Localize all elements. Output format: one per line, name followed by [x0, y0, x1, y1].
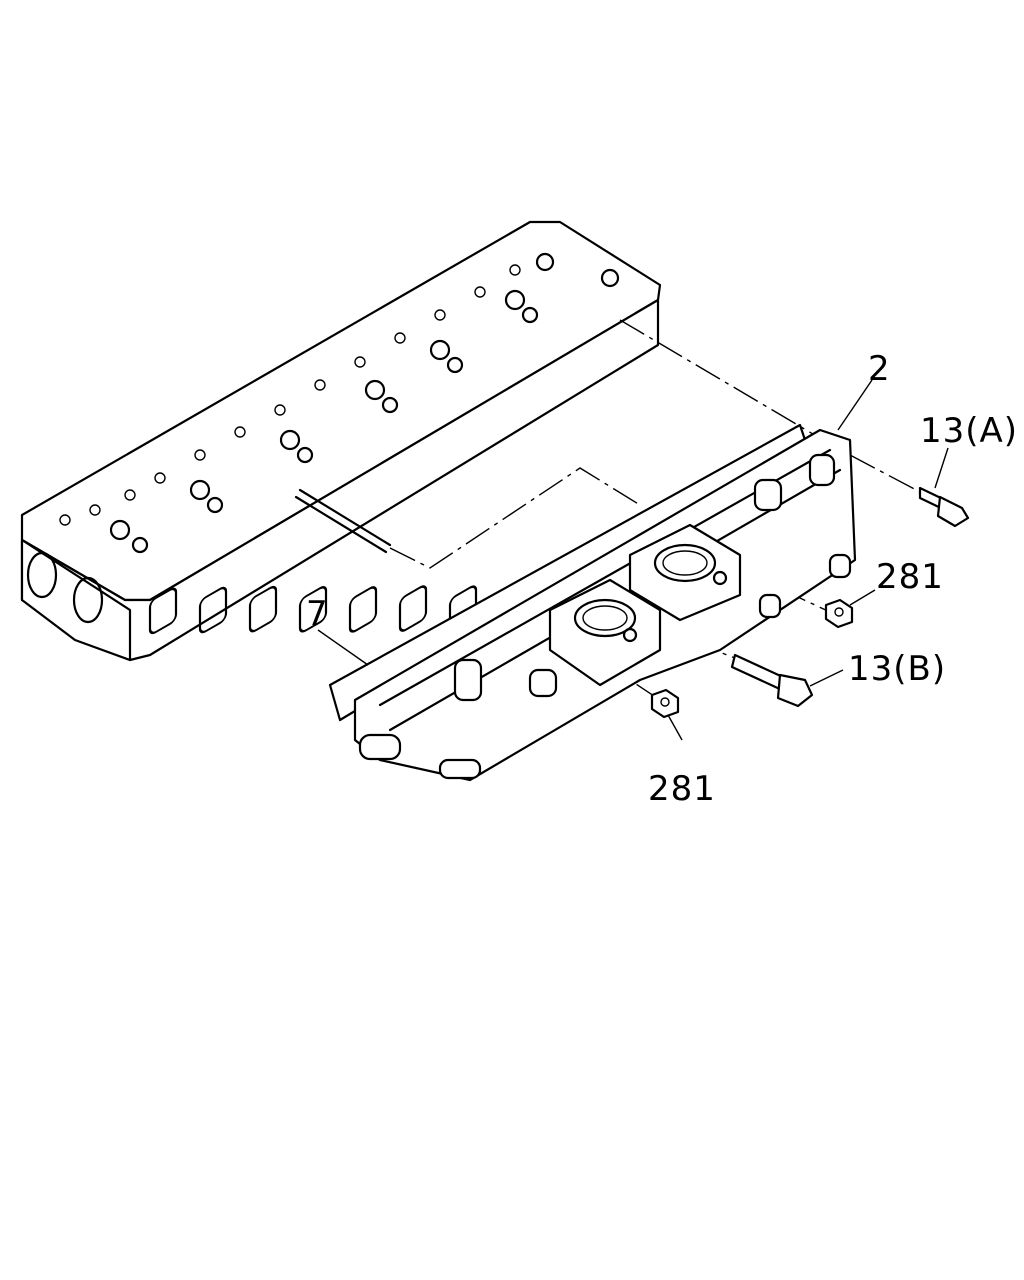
- callout-13b: 13(B): [848, 649, 946, 689]
- leader-lines: [317, 379, 949, 741]
- nut-281-lower: [650, 688, 680, 719]
- callout-13a: 13(A): [920, 411, 1018, 451]
- deck-holes: [59, 252, 620, 554]
- bolt-13b: [730, 653, 814, 708]
- nut-281-upper: [824, 598, 854, 629]
- cylinder-head: [20, 220, 662, 662]
- manifold-flanges: [548, 523, 742, 687]
- callout-2: 2: [868, 349, 891, 389]
- callout-281-upper: 281: [876, 557, 944, 597]
- callout-labels: 2 7 13(A) 281 13(B) 281: [306, 349, 1018, 809]
- callout-281-lower: 281: [648, 769, 716, 809]
- callout-7: 7: [306, 594, 329, 634]
- manifold: [353, 428, 857, 782]
- manifold-runners: [358, 453, 852, 780]
- bolt-13a: [918, 486, 970, 528]
